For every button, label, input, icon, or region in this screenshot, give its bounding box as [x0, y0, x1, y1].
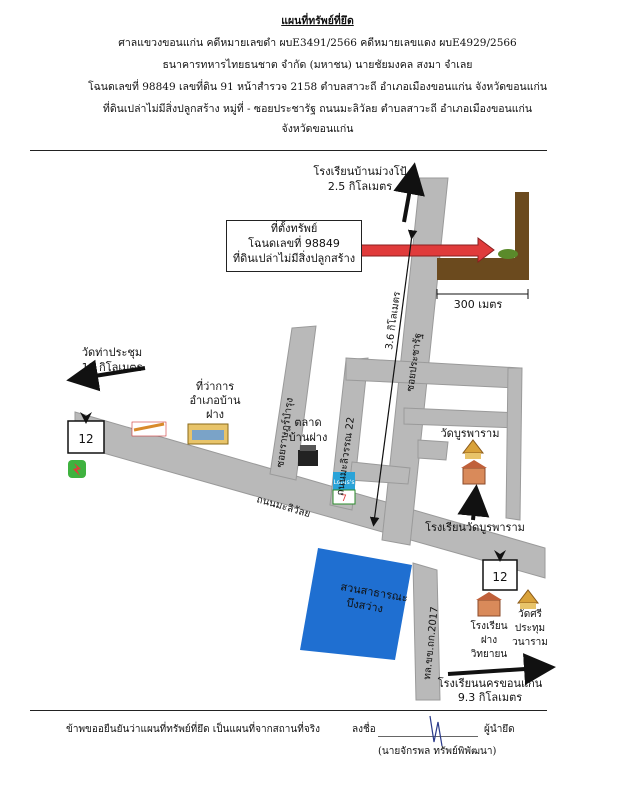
property-deed: โฉนดเลขที่ 98849	[248, 237, 340, 250]
property-label-box: ที่ตั้งทรัพย์ โฉนดเลขที่ 98849 ที่ดินเปล…	[226, 220, 362, 272]
signature-mark	[429, 715, 443, 747]
district-office-icon	[187, 423, 229, 445]
arrow-school-nakhon	[447, 653, 556, 686]
gas-station-icon	[68, 460, 86, 478]
school-icon-fang	[476, 592, 502, 617]
label-wat-tha: วัดท่าประชุม	[82, 346, 142, 359]
svg-text:12: 12	[78, 432, 93, 446]
label-school-fang-2: ฝาง	[481, 635, 497, 646]
route-shield-left: 12	[67, 412, 105, 454]
property-title: ที่ตั้งทรัพย์	[270, 222, 318, 235]
label-school-nakhon: โรงเรียนนครขอนแก่น	[438, 676, 543, 690]
signer-name: (นายจักรพล ทรัพย์พิพัฒนา)	[378, 746, 497, 757]
label-wat-burapharam: วัดบูรพาราม	[441, 427, 500, 440]
header-divider	[30, 150, 547, 151]
label-market-1: ตลาด	[294, 416, 321, 429]
deed-line: โฉนดเลขที่ 98849 เลขที่ดิน 91 หน้าสำรวจ …	[87, 81, 548, 93]
label-school-nakhon-dist: 9.3 กิโลเมตร	[458, 690, 522, 704]
post-office-icon	[131, 421, 167, 437]
arrow-school-wat	[457, 484, 490, 521]
seven-eleven-icon: 7	[332, 489, 356, 505]
school-icon-wat	[461, 460, 487, 485]
temple-icon-burapharam	[461, 439, 485, 459]
label-school-wat: โรงเรียนวัดบูรพาราม	[425, 520, 525, 534]
page-title: แผนที่ทรัพย์ที่ยึด	[281, 15, 354, 27]
road-soi-rat	[269, 325, 317, 481]
arrow-school-top	[393, 162, 425, 223]
role-label: ผู้นำยึด	[484, 724, 515, 735]
location-line: ที่ดินเปล่าไม่มีสิ่งปลูกสร้าง หมู่ที่ - …	[102, 103, 533, 115]
road-thl-2017	[412, 562, 441, 701]
label-school-top: โรงเรียนบ้านม่วงโป้	[313, 164, 406, 178]
label-market-2: บ้านฝาง	[289, 431, 328, 444]
svg-text:Lotus's: Lotus's	[334, 479, 355, 486]
road-grid-mid	[403, 407, 521, 429]
label-district-1: ที่ว่าการ	[196, 378, 234, 393]
signature-line	[378, 736, 478, 737]
dim-36	[369, 229, 418, 527]
label-school-fang-1: โรงเรียน	[470, 619, 507, 632]
arrow-wat-tha	[66, 359, 146, 392]
parties-line: ธนาคารทหารไทยธนชาต จำกัด (มหาชน) นายชัยม…	[162, 59, 473, 71]
label-300m: 300 เมตร	[454, 298, 503, 311]
province-line: จังหวัดขอนแก่น	[281, 123, 354, 135]
sign-label: ลงชื่อ	[352, 724, 376, 735]
label-district-2: อำเภอบ้าน	[189, 394, 241, 407]
label-district-3: ฝาง	[206, 408, 224, 421]
footer-divider	[30, 710, 547, 711]
statement-text: ข้าพขออยืนยันว่าแผนที่ทรัพย์ที่ยึด เป็นแ…	[66, 724, 320, 735]
property-desc: ที่ดินเปล่าไม่มีสิ่งปลูกสร้าง	[232, 252, 356, 265]
park-bungsawang	[300, 548, 412, 660]
case-info-line: ศาลแขวงขอนแก่น คดีหมายเลขดำ ผบE3491/2566…	[118, 37, 517, 49]
svg-text:7: 7	[341, 494, 347, 504]
label-park-2: บึงสว่าง	[345, 596, 384, 615]
label-36km: 3.6 กิโลเมตร	[382, 290, 403, 350]
lotus-store-icon: Lotus's	[333, 472, 355, 490]
road-grid-right	[505, 367, 523, 521]
svg-text:12: 12	[492, 570, 507, 584]
label-school-fang-3: วิทยายน	[470, 649, 507, 660]
route-shield-right: 12	[482, 550, 518, 591]
market-icon	[298, 445, 318, 466]
label-wat-sri-1: วัดศรี	[518, 608, 542, 620]
label-wat-sri-3: วนาราม	[512, 637, 548, 648]
road-grid-sq	[417, 439, 449, 461]
property-land	[437, 192, 529, 280]
temple-icon-sri	[516, 589, 540, 609]
label-school-top-dist: 2.5 กิโลเมตร	[328, 179, 392, 193]
road-grid-top	[345, 357, 521, 389]
label-wat-tha-dist: 11 กิโลเมตร	[82, 360, 143, 374]
label-wat-sri-2: ประทุม	[515, 623, 545, 634]
